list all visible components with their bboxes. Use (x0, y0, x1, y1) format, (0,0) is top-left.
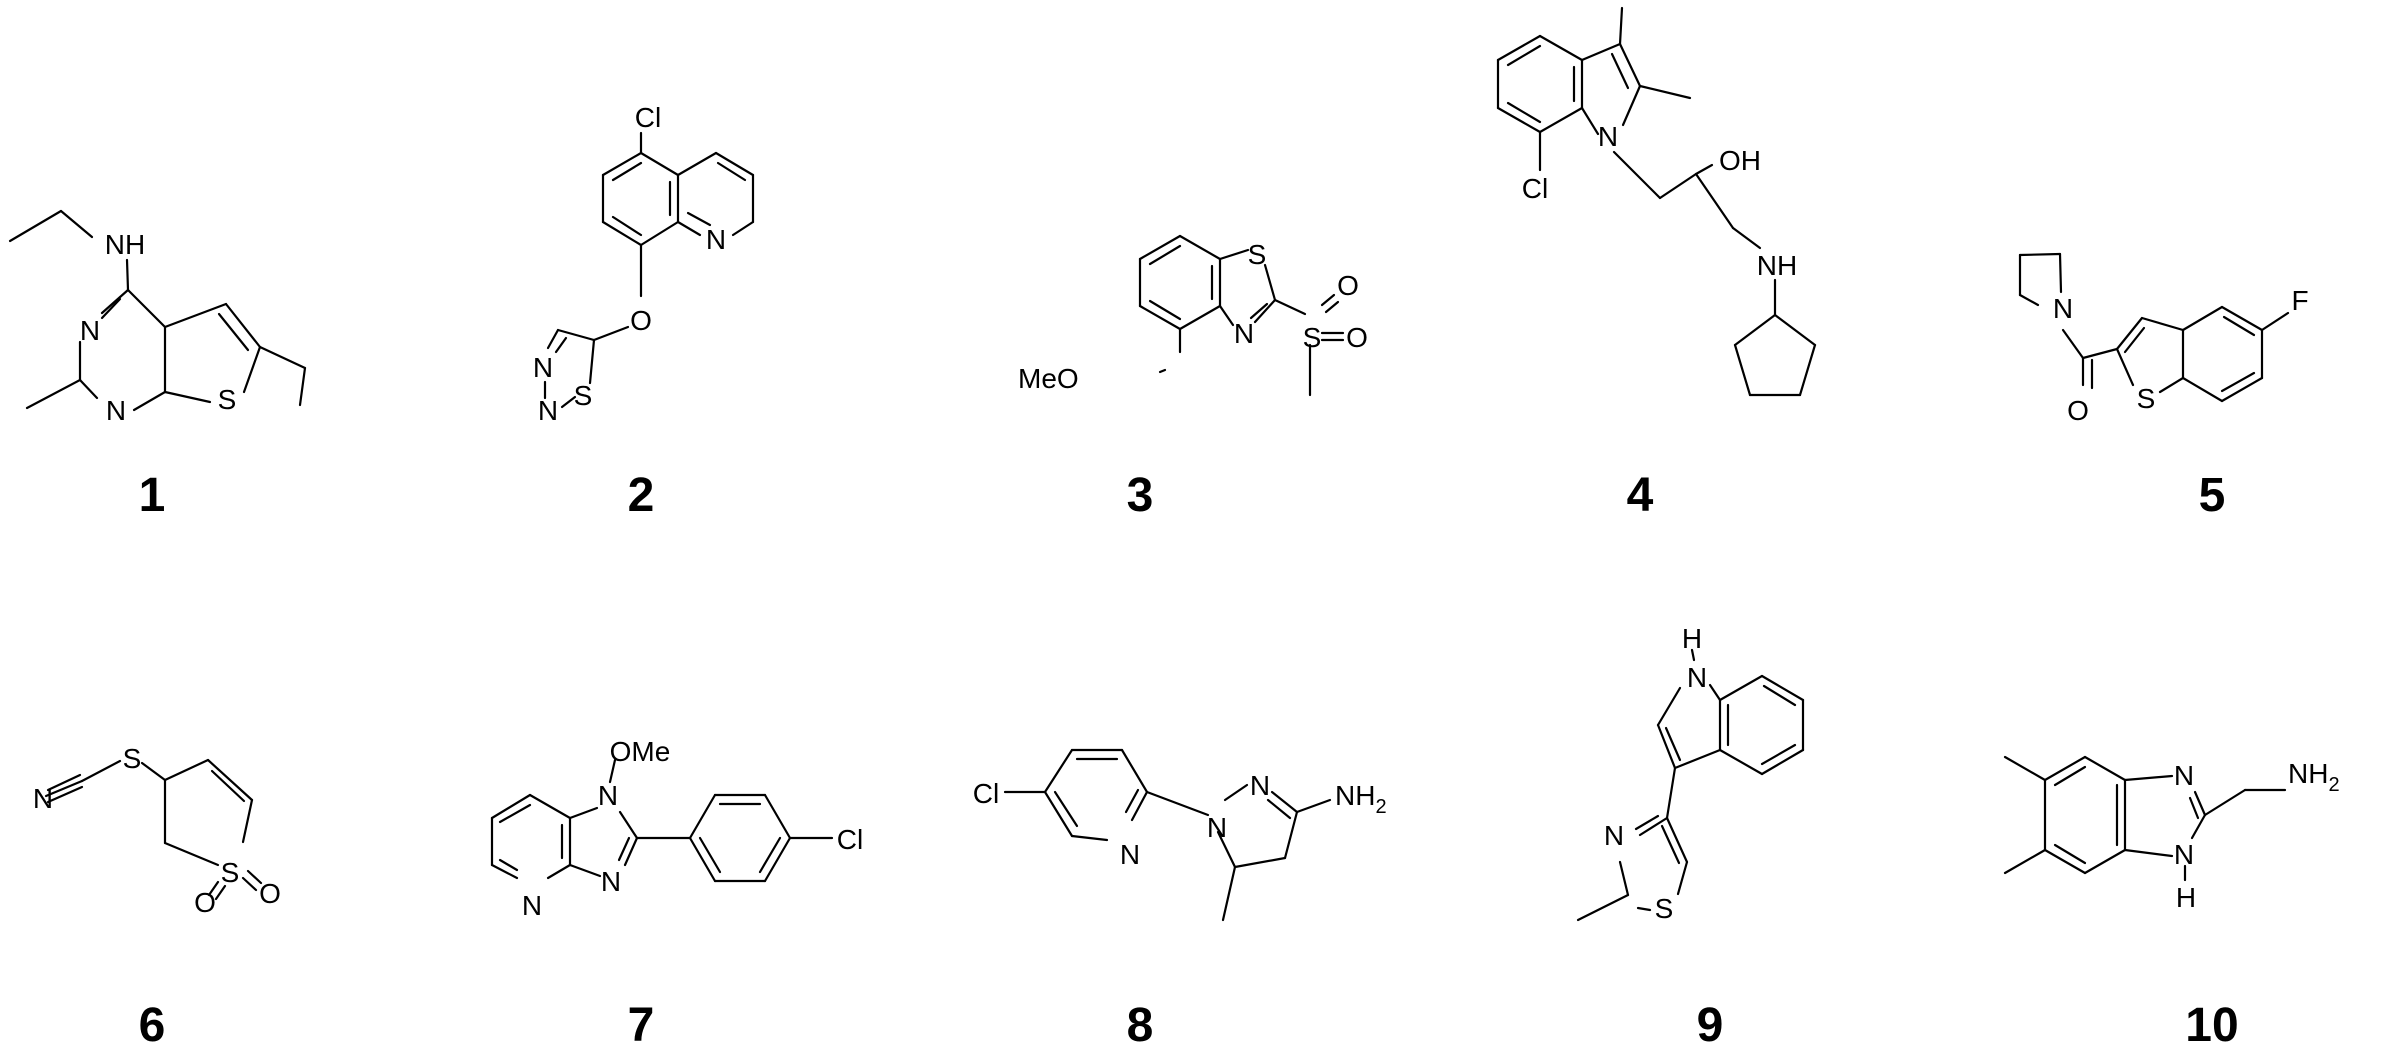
compound-5-structure: N O S F 5 (2018, 252, 2309, 522)
compound-8-nh2-subscript: 2 (1375, 796, 1386, 818)
compound-9-bonds (1576, 648, 1805, 922)
compound-10-number: 10 (2185, 999, 2238, 1049)
compound-2-number: 2 (628, 469, 655, 522)
compound-2-s-label: S (574, 380, 593, 411)
compound-7-n-b-label: N (601, 866, 621, 897)
compound-3-o-a-label: O (1337, 270, 1359, 301)
compound-8-n-a-label: N (1207, 812, 1227, 843)
compound-1-n-lower-label: N (106, 395, 126, 426)
compound-6-structure: N S S O O 6 (33, 743, 281, 1049)
compound-4-number: 4 (1627, 469, 1654, 522)
compound-10-n-top-label: N (2174, 760, 2194, 791)
compound-10-structure: N N H NH2 10 (2003, 755, 2340, 1049)
compound-1-s-label: S (218, 384, 237, 415)
compound-1-n-upper-label: N (80, 315, 100, 346)
compound-4-bonds (1496, 6, 1817, 397)
compound-2-cl-label: Cl (635, 102, 661, 133)
compound-3-bonds (1138, 234, 1345, 397)
compound-5-number: 5 (2199, 469, 2226, 522)
compound-6-n-label: N (33, 783, 53, 814)
compound-6-s-ring-label: S (221, 857, 240, 888)
compound-7-ome-label: OMe (610, 736, 671, 767)
compound-3-o-b-label: O (1346, 322, 1368, 353)
compound-6-number: 6 (139, 999, 166, 1049)
compound-3-meo-label: MeO (1018, 363, 1079, 394)
compound-10-nh2-label: NH2 (2288, 758, 2340, 796)
compound-9-number: 9 (1697, 999, 1724, 1049)
compound-8-bonds (1003, 748, 1332, 922)
compound-7-structure: OMe N N N Cl 7 (490, 736, 863, 1049)
compound-2-n-ring-label: N (706, 224, 726, 255)
compound-9-structure: H N N S 9 (1576, 623, 1805, 1049)
compound-10-nh2-subscript: 2 (2328, 774, 2339, 796)
compound-5-s-label: S (2137, 383, 2156, 414)
compound-8-n-pyr-label: N (1120, 839, 1140, 870)
compound-5-n-label: N (2053, 293, 2073, 324)
compound-5-o-label: O (2067, 395, 2089, 426)
compound-4-cl-label: Cl (1522, 173, 1548, 204)
compound-6-o-b-label: O (259, 878, 281, 909)
compound-3-number: 3 (1127, 469, 1154, 522)
compound-2-structure: Cl N O N N S 2 (533, 102, 755, 522)
compound-8-cl-label: Cl (973, 778, 999, 809)
compound-2-o-label: O (630, 305, 652, 336)
compound-1-number: 1 (139, 469, 166, 522)
compound-7-number: 7 (628, 999, 655, 1049)
compound-4-n-indole-label: N (1598, 121, 1618, 152)
compound-3-n-ring-label: N (1234, 318, 1254, 349)
compound-6-s-thio-label: S (123, 743, 142, 774)
compound-7-n-a-label: N (598, 780, 618, 811)
compound-1-bonds (8, 209, 307, 412)
compound-1-amine-label: NH (105, 229, 145, 260)
compound-4-oh-label: OH (1719, 145, 1761, 176)
compound-8-n-b-label: N (1250, 770, 1270, 801)
compound-4-structure: N Cl OH NH 4 (1496, 6, 1817, 522)
compound-9-n-indole-label: N (1687, 662, 1707, 693)
compound-10-h-label: H (2176, 882, 2196, 913)
compound-2-n-b-label: N (538, 395, 558, 426)
compound-2-n-a-label: N (533, 352, 553, 383)
compound-10-n-bottom-label: N (2174, 839, 2194, 870)
compound-4-nh-label: NH (1757, 250, 1797, 281)
compound-9-h-label: H (1682, 623, 1702, 654)
compound-7-n-pyr-label: N (522, 890, 542, 921)
compound-5-f-label: F (2291, 285, 2308, 316)
compound-6-o-a-label: O (194, 887, 216, 918)
compound-8-nh2-label: NH2 (1335, 780, 1387, 818)
compound-10-nh2-main: NH (2288, 758, 2328, 789)
compound-7-cl-label: Cl (837, 824, 863, 855)
compound-2-bonds (543, 131, 755, 409)
compound-3-s-ring-label: S (1248, 239, 1267, 270)
compound-9-n-thz-label: N (1604, 820, 1624, 851)
compound-1-structure: NH N N S 1 (8, 209, 307, 522)
compound-8-nh2-main: NH (1335, 780, 1375, 811)
compound-3-structure: S N MeO S O O 3 (1018, 234, 1368, 522)
compound-10-bonds (2003, 755, 2287, 882)
compound-7-bonds (490, 758, 834, 883)
compound-8-structure: Cl N N N NH2 8 (973, 748, 1387, 1049)
compound-8-number: 8 (1127, 999, 1154, 1049)
compound-3-s-sulfonyl-label: S (1303, 322, 1322, 353)
compound-5-bonds (2018, 252, 2290, 403)
compound-6-bonds (44, 758, 263, 901)
compound-9-s-label: S (1655, 893, 1674, 924)
